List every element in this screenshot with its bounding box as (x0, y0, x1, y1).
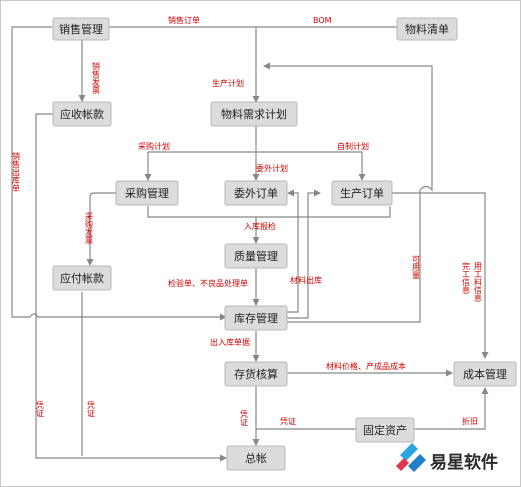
node-outsource[interactable]: 委外订单 (224, 180, 288, 206)
label-inspection-reject: 检验单、不良品处理单 (168, 278, 248, 288)
node-cost[interactable]: 成本管理 (453, 361, 517, 387)
node-ledger-label: 总帐 (245, 451, 267, 465)
label-outsource-plan: 委外计划 (256, 163, 288, 173)
edge-available-qty (263, 62, 433, 323)
edge-material-out-outsource (286, 189, 299, 313)
label-sales-outbound: 销售出库单 (12, 151, 21, 193)
node-costing[interactable]: 存货核算 (224, 361, 288, 387)
node-payable-label: 应付帐款 (60, 271, 104, 285)
edge-inspection-bus (147, 206, 391, 218)
edge-depreciation (414, 387, 489, 430)
label-voucher-mid: 凭证 (87, 400, 96, 417)
node-receivable[interactable]: 应收帐款 (52, 101, 112, 127)
node-inventory-label: 库存管理 (234, 311, 278, 325)
edge-production-cost (392, 192, 489, 359)
node-fixed-assets-label: 固定资产 (363, 423, 407, 437)
label-inbound-doc: 出入库单据 (210, 337, 250, 347)
node-mrp[interactable]: 物料需求计划 (210, 101, 298, 127)
label-bom: BOM (313, 16, 332, 25)
label-purchase-invoice: 采购发票 (85, 211, 94, 244)
label-inbound-inspection: 入库报检 (244, 221, 276, 231)
node-quality-label: 质量管理 (234, 249, 278, 263)
label-voucher-left: 凭证 (36, 400, 45, 417)
label-material-price: 材料价格、产成品成本 (326, 361, 406, 371)
edge-labels: 销售订单 BOM 生产计划 销售发票 销售出库单 采购计划 委外计划 自制计划 … (12, 15, 483, 426)
node-inventory[interactable]: 库存管理 (224, 305, 288, 331)
brand-logo: 易星软件 (396, 443, 498, 473)
nodes: 销售管理 物料清单 应收帐款 物料需求计划 采购管理 委外订单 生产订单 质量 (52, 17, 517, 471)
label-material-outbound: 材料出库 (290, 275, 322, 285)
label-depreciation: 折旧 (462, 416, 478, 426)
label-voucher-costing: 凭证 (240, 409, 249, 426)
node-bom-list-label: 物料清单 (405, 22, 449, 36)
edges (11, 26, 489, 462)
node-receivable-label: 应收帐款 (60, 107, 104, 121)
node-sales-label: 销售管理 (59, 22, 103, 36)
edge-receivable-ledger (35, 113, 227, 462)
node-costing-label: 存货核算 (234, 367, 278, 381)
logo-text: 易星软件 (430, 452, 498, 473)
edge-material-out-production (286, 189, 321, 319)
label-sales-order: 销售订单 (168, 15, 200, 25)
node-bom-list[interactable]: 物料清单 (396, 17, 458, 41)
node-cost-label: 成本管理 (463, 367, 507, 381)
edge-purchase-invoice (86, 192, 116, 266)
node-fixed-assets[interactable]: 固定资产 (355, 417, 415, 443)
node-production[interactable]: 生产订单 (331, 180, 393, 206)
label-production-plan: 生产计划 (212, 78, 244, 88)
node-payable[interactable]: 应付帐款 (52, 265, 112, 291)
label-completion-info: 完工信息 (462, 261, 471, 294)
node-outsource-label: 委外订单 (234, 187, 278, 200)
edge-sales-outbound (11, 26, 227, 321)
node-production-label: 生产订单 (340, 186, 384, 200)
node-purchase[interactable]: 采购管理 (115, 180, 179, 206)
node-mrp-label: 物料需求计划 (221, 107, 287, 121)
node-quality[interactable]: 质量管理 (224, 243, 288, 269)
label-labor-material: 用工料信息 (474, 262, 483, 302)
node-sales[interactable]: 销售管理 (52, 17, 110, 41)
label-self-made-plan: 自制计划 (337, 141, 369, 151)
label-available: 可用量 (412, 255, 421, 279)
label-purchase-plan: 采购计划 (138, 141, 170, 151)
label-sales-invoice: 销售发票 (92, 61, 101, 94)
logo-mark-icon (396, 443, 426, 472)
node-purchase-label: 采购管理 (125, 186, 169, 200)
node-ledger[interactable]: 总帐 (226, 445, 286, 471)
label-voucher-fixed: 凭证 (280, 416, 296, 426)
